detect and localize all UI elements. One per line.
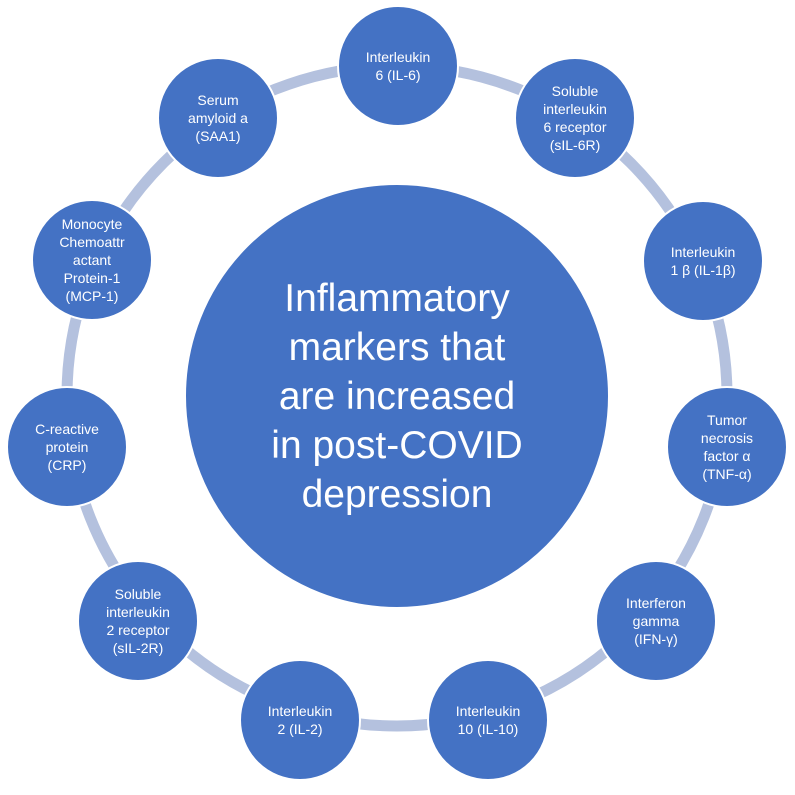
marker-label-il1b: Interleukin 1 β (IL-1β)	[670, 244, 736, 278]
marker-node-mcp1	[31, 199, 153, 321]
marker-node-sil6r	[514, 57, 636, 179]
marker-label-ifng: Interferon gamma (IFN-γ)	[626, 595, 686, 647]
marker-label-crp: C-reactive protein (CRP)	[35, 421, 99, 473]
center-circle	[184, 183, 610, 609]
marker-node-tnfa	[666, 386, 788, 508]
marker-node-il2	[239, 659, 361, 781]
marker-label-sil6r: Soluble interleukin 6 receptor (sIL-6R)	[543, 83, 607, 153]
center-title: Inflammatory markers that are increased …	[271, 276, 523, 516]
marker-label-tnfa: Tumor necrosis factor α (TNF-α)	[700, 412, 754, 482]
marker-node-sil2r	[77, 560, 199, 682]
marker-node-saa1	[157, 57, 279, 179]
marker-node-il1b	[642, 200, 764, 322]
marker-node-crp	[6, 386, 128, 508]
marker-label-il10: Interleukin 10 (IL-10)	[455, 703, 521, 737]
marker-label-il2: Interleukin 2 (IL-2)	[267, 703, 333, 737]
marker-node-il10	[427, 659, 549, 781]
marker-label-saa1: Serum amyloid a (SAA1)	[188, 92, 248, 144]
marker-label-il6: Interleukin 6 (IL-6)	[365, 49, 431, 83]
marker-label-sil2r: Soluble interleukin 2 receptor (sIL-2R)	[106, 586, 170, 656]
marker-label-mcp1: Monocyte Chemoattr actant Protein-1 (MCP…	[59, 216, 125, 304]
marker-node-il6	[337, 5, 459, 127]
marker-node-ifng	[595, 560, 717, 682]
